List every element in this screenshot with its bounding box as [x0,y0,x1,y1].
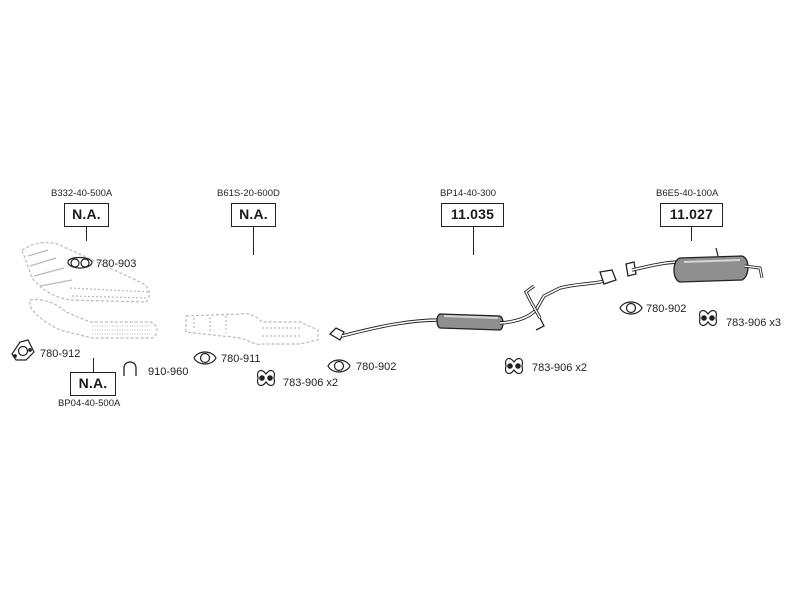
leader-line-middle-pipe [473,227,475,255]
part-ref-cat-converter: B61S-20-600D [217,188,280,199]
price-box-front-pipe[interactable]: N.A. [64,203,109,227]
cat-converter-drawing [185,313,319,345]
price-box-rear-muffler[interactable]: 11.027 [660,203,723,227]
leader-line-rear-muffler [691,227,693,241]
price-box-cat-converter[interactable]: N.A. [231,203,276,227]
price-box-manifold-pipe[interactable]: N.A. [70,372,116,396]
middle-pipe-drawing [328,269,617,341]
label-gasket-780-902-a: 780-902 [356,361,397,373]
hanger-783-906-c-icon [699,309,717,327]
leader-line-front-pipe [86,227,88,241]
part-ref-rear-muffler: B6E5-40-100A [656,188,719,199]
gasket-780-911-icon [193,351,217,365]
price-box-middle-pipe[interactable]: 11.035 [441,203,504,227]
label-clamp-910-960: 910-960 [148,366,189,378]
label-hanger-783-906-a: 783-906 x2 [283,377,339,389]
leader-line-cat-converter [253,227,255,255]
leader-line-manifold-pipe [93,358,95,372]
label-hanger-783-906-b: 783-906 x2 [532,362,588,374]
gasket-780-903-icon [67,256,93,269]
part-ref-manifold-pipe: BP04-40-500A [58,398,121,409]
label-gasket-780-912: 780-912 [40,348,81,360]
part-ref-front-pipe: B332-40-500A [51,188,113,199]
clamp-910-960-icon [123,361,137,376]
front-pipe-drawing [21,241,158,339]
gasket-780-912-icon [11,339,35,361]
hanger-783-906-a-icon [257,369,275,387]
gasket-780-902-b-icon [619,301,643,315]
part-ref-middle-pipe: BP14-40-300 [440,188,496,199]
label-gasket-780-903: 780-903 [96,258,137,270]
gasket-780-902-a-icon [327,359,351,373]
label-hanger-783-906-c: 783-906 x3 [726,317,782,329]
label-gasket-780-902-b: 780-902 [646,303,687,315]
rear-muffler-drawing [625,247,764,283]
label-gasket-780-911: 780-911 [221,353,261,365]
hanger-783-906-b-icon [505,357,523,375]
